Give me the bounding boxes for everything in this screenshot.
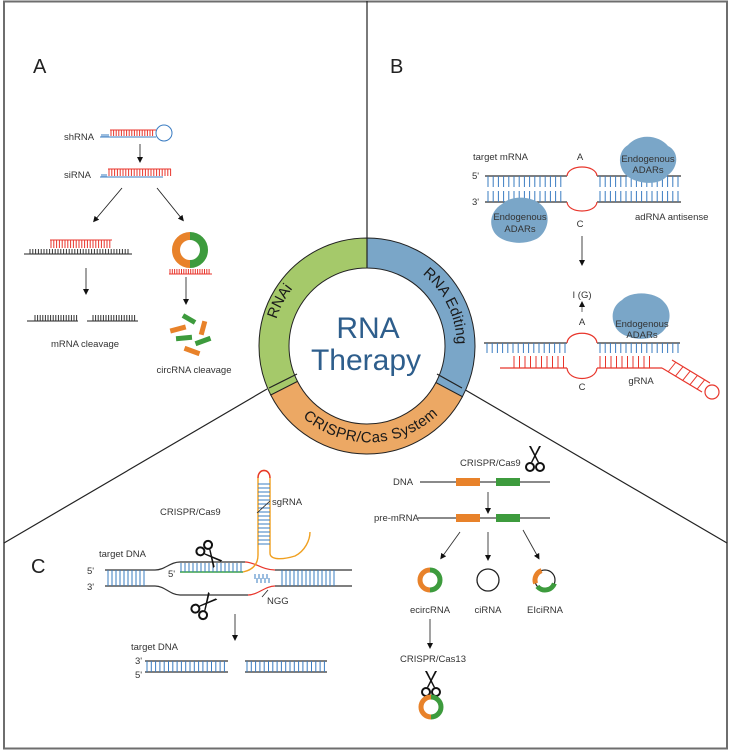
adar-blob-1: Endogenous ADARs [619, 136, 677, 183]
svg-text:ADARs: ADARs [626, 330, 657, 341]
dna-label: DNA [393, 477, 414, 488]
svg-text:Endogenous: Endogenous [615, 319, 669, 330]
sirna-label: siRNA [64, 170, 92, 181]
panel-a: A shRNA siRNA mRNA cleavage circRNA clea… [24, 56, 231, 376]
five-prime-b1: 5' [472, 171, 479, 182]
svg-text:Endogenous: Endogenous [621, 154, 675, 165]
target-dna-label-1: target DNA [99, 549, 147, 560]
target-dna-label-2: target DNA [131, 642, 179, 653]
scissors-icon[interactable] [190, 590, 220, 621]
crispr-cas9-label-right: CRISPR/Cas9 [460, 458, 521, 469]
center-title-line2: Therapy [311, 344, 421, 377]
ecircrna-icon [417, 567, 443, 593]
circrna-sirna-strand [169, 269, 212, 275]
cas9-target-dna [105, 469, 352, 598]
base-a-label-2: A [579, 317, 586, 328]
cleaved-target-dna [145, 660, 327, 673]
center-title-line1: RNA [336, 312, 399, 345]
circrna-fragments-icon [169, 313, 212, 357]
cirna-label: ciRNA [475, 605, 503, 616]
mrna-cleavage-label: mRNA cleavage [51, 339, 119, 350]
exon-green [496, 478, 520, 486]
divider-ac [3, 388, 268, 544]
pre-mrna-label: pre-mRNA [374, 513, 420, 524]
crispr-cas13-label: CRISPR/Cas13 [400, 654, 466, 665]
elcirna-label: EIciRNA [527, 605, 564, 616]
cirna-icon [476, 568, 500, 592]
target-mrna-label: target mRNA [473, 152, 529, 163]
three-prime-b1: 3' [472, 197, 479, 208]
grna-label: gRNA [628, 376, 654, 387]
circrna-cleavage-label: circRNA cleavage [157, 365, 232, 376]
scissors-icon[interactable] [195, 539, 225, 570]
target-mrna-grna-duplex [484, 332, 720, 400]
five-prime-c1: 5' [87, 566, 94, 577]
panel-b-letter: B [390, 56, 403, 78]
elcirna-icon [532, 568, 557, 593]
ring-segment-crispr[interactable] [270, 380, 464, 455]
sirna-molecule [100, 168, 172, 178]
shrna-molecule [100, 124, 173, 142]
ecircrna-label: ecircRNA [410, 605, 451, 616]
adar-blob-3: Endogenous ADARs [612, 293, 670, 341]
shrna-label: shRNA [64, 132, 95, 143]
scissors-icon[interactable] [421, 671, 441, 697]
svg-text:ADARs: ADARs [504, 224, 535, 235]
mrna-sirna-complex [24, 239, 132, 255]
panel-c: C CRISPR/Cas9 target DNA 5' 3' 5' NGG sg… [31, 446, 564, 720]
divider-bc [461, 387, 728, 544]
five-prime-c2: 5' [135, 670, 142, 681]
three-prime-c2: 3' [135, 656, 142, 667]
scissors-icon[interactable] [525, 446, 545, 472]
figure-frame [3, 0, 728, 750]
base-a-label-1: A [577, 152, 584, 163]
adrna-antisense-label: adRNA antisense [635, 212, 708, 223]
crispr-cas9-label-left: CRISPR/Cas9 [160, 507, 221, 518]
inosine-label: I (G) [573, 290, 592, 301]
therapy-ring: RNAi RNA Editing CRISPR/Cas System RNA T… [258, 237, 476, 455]
adar-blob-2: Endogenous ADARs [491, 197, 548, 243]
mrna-fragments [27, 315, 138, 322]
ecircrna-target-icon [418, 694, 444, 720]
sgrna-label: sgRNA [272, 497, 303, 508]
panel-b: B target mRNA 5' 3' A C adRNA antisense … [390, 56, 720, 400]
three-prime-c1: 3' [87, 582, 94, 593]
svg-text:ADARs: ADARs [632, 165, 663, 176]
five-prime-guide: 5' [168, 569, 175, 580]
base-c-label-2: C [579, 382, 586, 393]
base-c-label-1: C [577, 219, 584, 230]
circrna-icon [172, 232, 208, 268]
panel-c-letter: C [31, 556, 45, 578]
ngg-label: NGG [267, 596, 289, 607]
exon-orange [456, 478, 480, 486]
svg-text:Endogenous: Endogenous [493, 212, 547, 223]
panel-a-letter: A [33, 56, 47, 78]
